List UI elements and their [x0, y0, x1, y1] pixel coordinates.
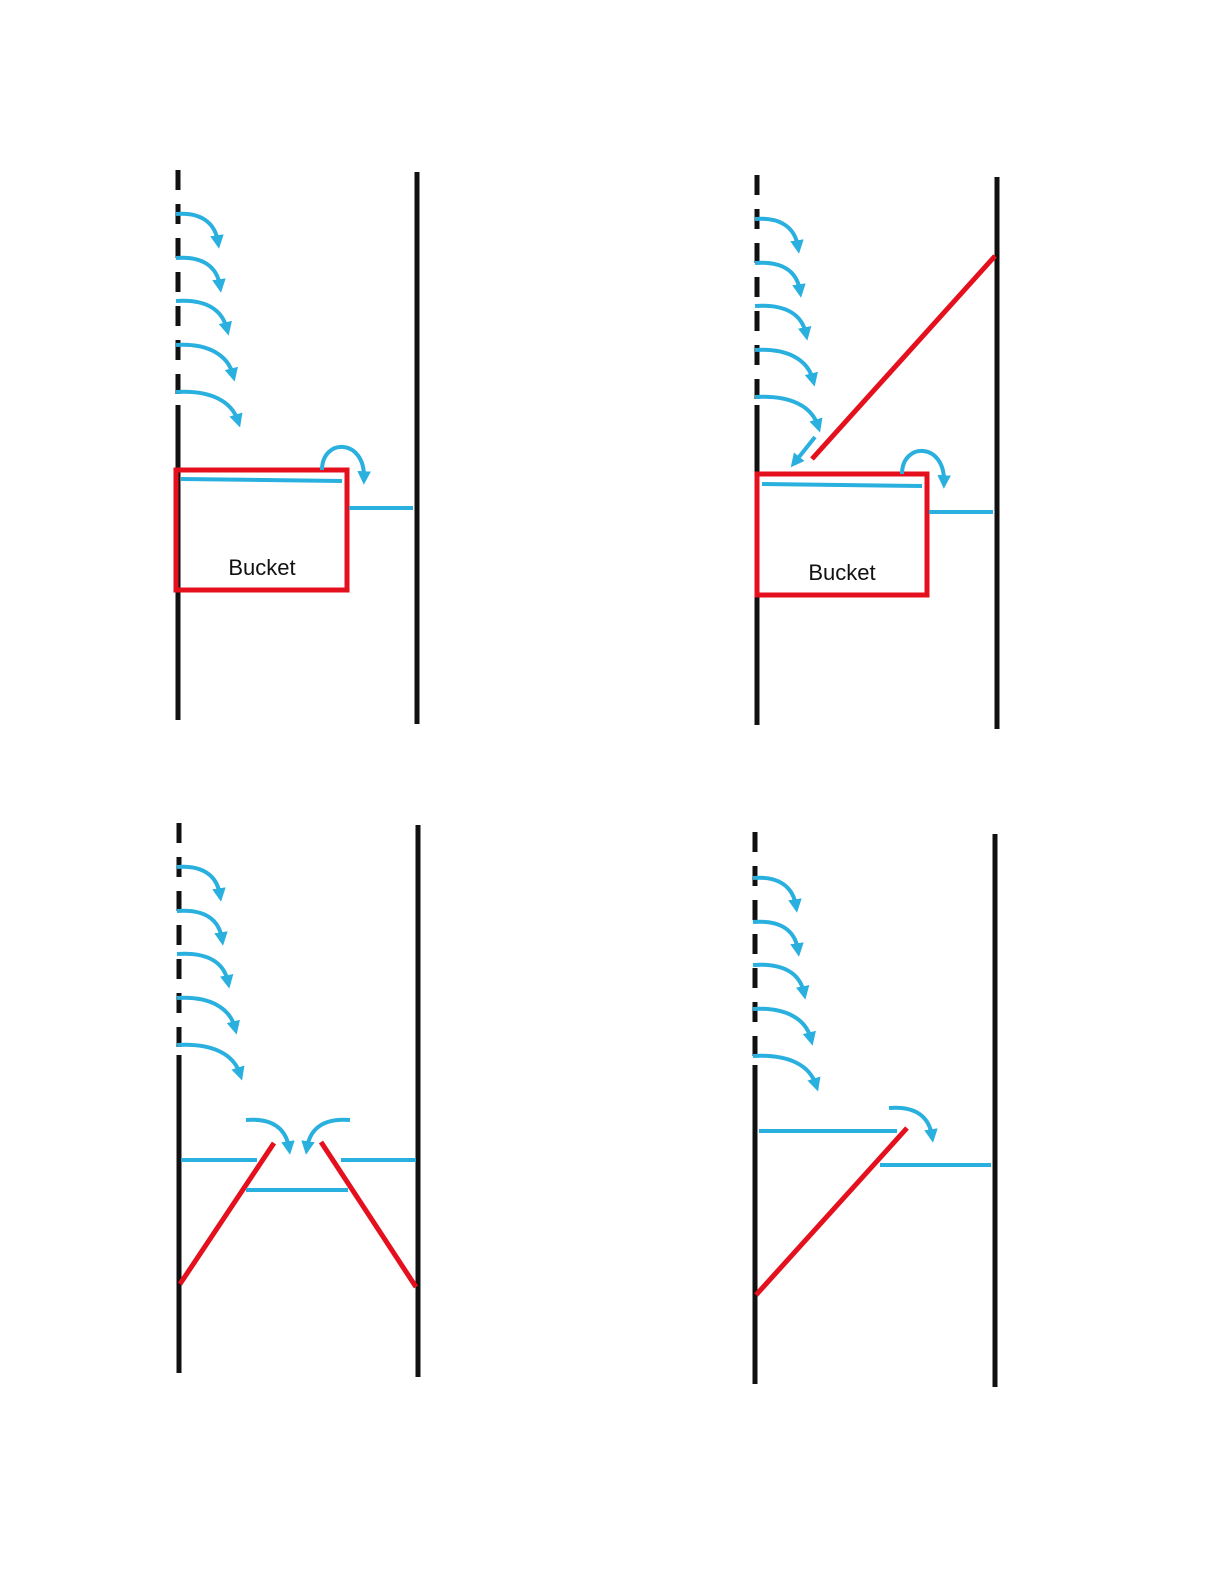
- left-ramp: [177, 1141, 277, 1286]
- water-level: [180, 477, 343, 483]
- flow-arrow-icon: [175, 389, 243, 428]
- panel-top-left: Bucket: [173, 170, 420, 724]
- flow-arrow-icon: [754, 347, 818, 387]
- flow-arrow-icon: [752, 1006, 816, 1046]
- loop-arrow-icon: [900, 448, 951, 489]
- flow-arrow-icon: [176, 1042, 245, 1081]
- flow-arrow-icon: [175, 342, 238, 382]
- flow-arrow-icon: [752, 919, 804, 957]
- bucket-label: Bucket: [228, 555, 295, 580]
- flow-arrow-icon: [754, 303, 812, 341]
- panel-bottom-left: [176, 823, 421, 1377]
- flow-arrow-icon: [176, 995, 240, 1035]
- flow-arrow-icon: [175, 211, 224, 249]
- right-ramp: [318, 1140, 419, 1289]
- flow-arrow-icon: [176, 864, 226, 902]
- panel-top-right: Bucket: [754, 175, 1000, 729]
- flow-arrow-icon: [754, 260, 806, 298]
- deflected-flow-arrow-icon: [790, 435, 817, 468]
- flow-arrow-icon: [752, 962, 810, 1000]
- flow-arrow-icon: [752, 1053, 821, 1092]
- flow-arrow-icon: [175, 298, 232, 336]
- flow-arrow-icon: [752, 875, 802, 913]
- ramp-board: [754, 1126, 909, 1297]
- flow-arrow-icon: [754, 394, 823, 433]
- flow-arrow-icon: [175, 255, 226, 293]
- converging-arrow-icon: [245, 1117, 295, 1155]
- panel-bottom-right: [752, 832, 998, 1387]
- bucket-box: [173, 467, 350, 593]
- bucket-label: Bucket: [808, 560, 875, 585]
- converging-arrow-icon: [301, 1117, 351, 1155]
- flow-arrow-icon: [888, 1105, 938, 1143]
- deflector-board: [810, 254, 997, 461]
- water-level: [761, 482, 923, 488]
- flow-arrow-icon: [176, 908, 228, 946]
- loop-arrow-icon: [320, 444, 371, 485]
- flow-arrow-icon: [754, 216, 804, 254]
- flow-arrow-icon: [176, 951, 234, 989]
- bucket-box: [754, 471, 930, 598]
